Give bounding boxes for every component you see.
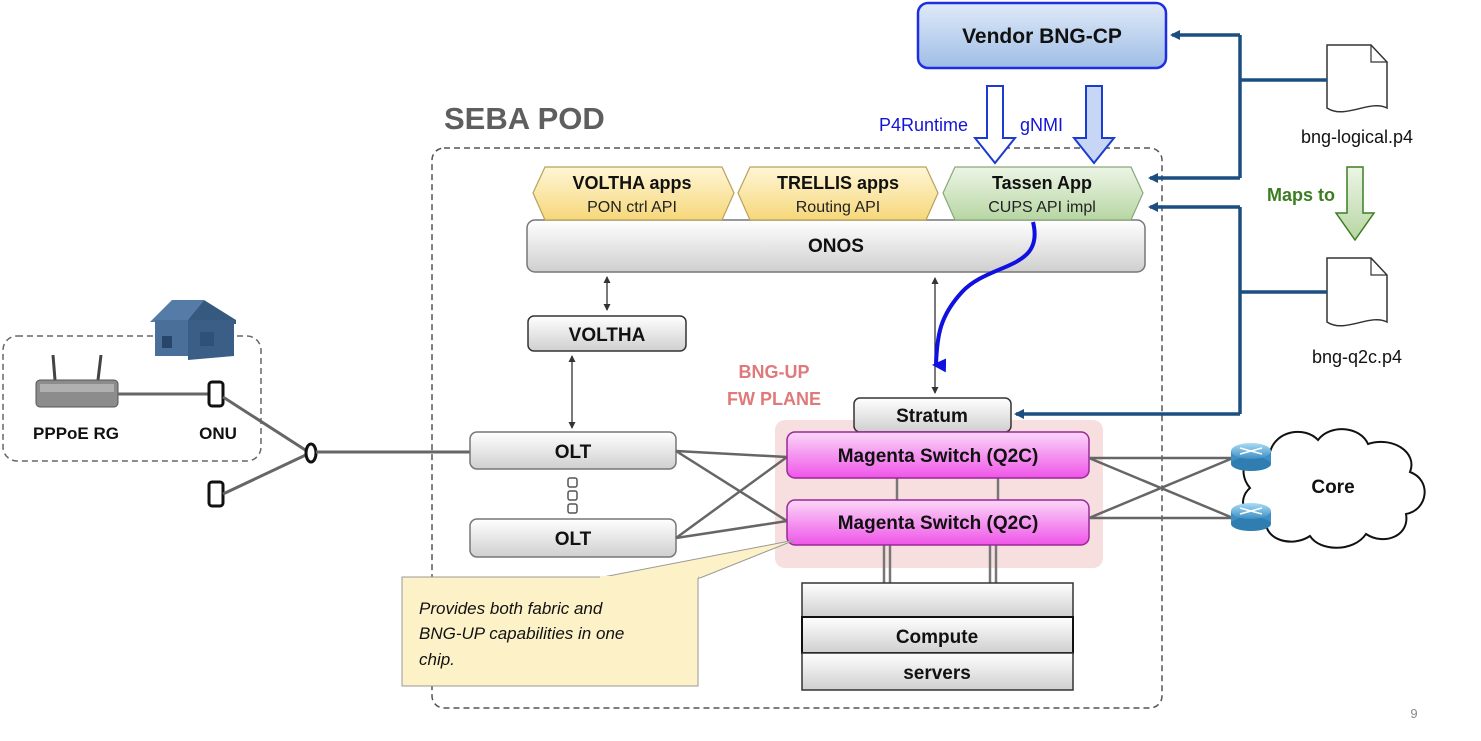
voltha-label: VOLTHA (569, 325, 646, 346)
file-q2c-label: bng-q2c.p4 (1312, 347, 1402, 367)
tassen-app-title: Tassen App (992, 173, 1092, 193)
house-icon (150, 300, 236, 360)
voltha-box (527, 315, 687, 352)
switch-compute-links (882, 478, 1000, 583)
switch-core-links (1088, 456, 1234, 520)
gnmi-label: gNMI (1020, 115, 1063, 135)
compute-box-mid (801, 616, 1074, 654)
pppoe-router-icon (35, 354, 119, 408)
trellis-apps-sub: Routing API (796, 199, 881, 216)
stratum-label: Stratum (896, 406, 968, 427)
file-q2c-icon (1326, 257, 1388, 327)
magenta-switch-bottom-label: Magenta Switch (Q2C) (838, 513, 1039, 534)
file-logical-label: bng-logical.p4 (1301, 127, 1413, 147)
callout-line-2: BNG-UP capabilities in one (419, 624, 624, 643)
onu-device-2-icon (207, 480, 225, 508)
pppoe-rg-label: PPPoE RG (33, 424, 119, 443)
p4runtime-arrow (972, 85, 1018, 165)
p4-file-connectors (1238, 35, 1327, 414)
onu-splitter-link (222, 395, 311, 455)
compute-box-bottom (801, 652, 1074, 691)
onu2-splitter-link (222, 451, 311, 496)
core-cloud-icon (1242, 428, 1426, 549)
compute-box-top (801, 582, 1074, 618)
file-logical-icon (1326, 44, 1388, 113)
olt-ellipsis-icon (567, 477, 578, 514)
olt-top-label: OLT (555, 442, 592, 463)
callout-line-1: Provides both fabric and (419, 599, 603, 618)
servers-label: servers (903, 663, 971, 684)
core-router-top-icon (1231, 443, 1271, 471)
onos-label: ONOS (808, 236, 864, 257)
seba-pod-title: SEBA POD (444, 101, 605, 136)
callout-box (401, 576, 699, 687)
voltha-apps-sub: PON ctrl API (587, 199, 677, 216)
onu-label: ONU (199, 424, 237, 443)
p4runtime-label: P4Runtime (879, 115, 968, 135)
core-router-bottom-icon (1231, 503, 1271, 531)
gnmi-arrow (1071, 85, 1117, 165)
tassen-stratum-arrow (932, 221, 1037, 373)
voltha-apps-title: VOLTHA apps (572, 173, 691, 193)
bng-up-label-1: BNG-UP (739, 362, 810, 382)
bng-up-label-2: FW PLANE (727, 389, 821, 409)
splitter-icon (304, 442, 318, 464)
tassen-app-sub: CUPS API impl (988, 199, 1096, 216)
home-area (2, 335, 262, 462)
vendor-bng-cp-box (916, 1, 1168, 70)
tassen-app-box (942, 166, 1144, 221)
olt-top-box (469, 431, 677, 470)
magenta-switch-top-label: Magenta Switch (Q2C) (838, 446, 1039, 467)
trellis-apps-box (737, 166, 939, 221)
voltha-apps-box (532, 166, 735, 221)
magenta-switch-bottom (786, 499, 1090, 546)
magenta-switch-top (786, 431, 1090, 479)
trellis-apps-title: TRELLIS apps (777, 173, 899, 193)
maps-to-label: Maps to (1267, 185, 1335, 205)
seba-pod-border (431, 147, 1163, 709)
page-number: 9 (1410, 706, 1417, 721)
core-label: Core (1311, 477, 1354, 498)
olt-bottom-label: OLT (555, 529, 592, 550)
olt-switch-links (675, 449, 788, 540)
vendor-bng-cp-label: Vendor BNG-CP (962, 25, 1122, 48)
compute-label: Compute (896, 627, 978, 648)
onu-device-icon (207, 380, 225, 408)
callout-line-3: chip. (419, 650, 455, 669)
maps-to-arrow (1334, 166, 1376, 242)
